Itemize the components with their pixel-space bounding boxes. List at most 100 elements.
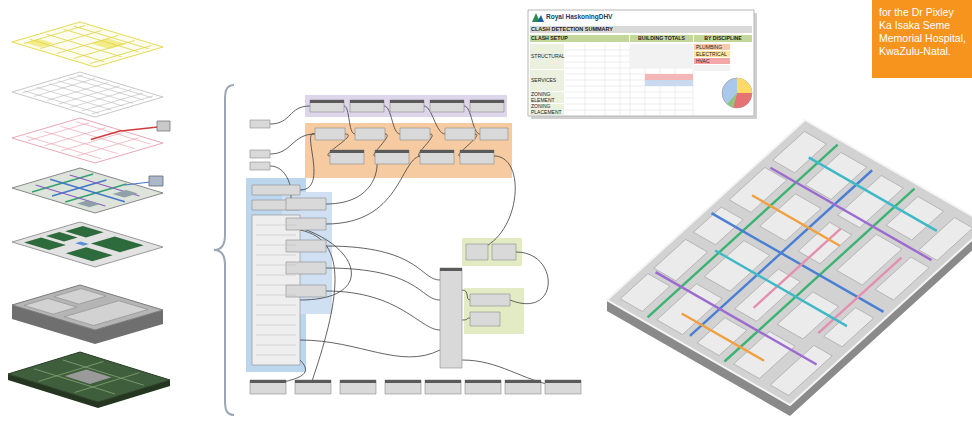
- legend-text: PLUMBING: [696, 45, 722, 50]
- table-header: BUILDING TOTALS: [630, 35, 693, 42]
- model-top-part-part: [754, 225, 902, 340]
- node-header-part: [440, 268, 462, 271]
- table-header: CLASH DETECTION SUMMARY: [530, 26, 752, 33]
- model-top-part: [616, 127, 972, 399]
- graph-node-part: [295, 380, 331, 394]
- group-orange: [305, 123, 512, 178]
- node-header-part: [470, 100, 504, 103]
- drainage-layer-part: [91, 131, 122, 140]
- graph-node-part: [385, 380, 421, 394]
- wires-part: [466, 156, 515, 252]
- grid-layer-part: [20, 74, 156, 115]
- table-cell: [645, 74, 693, 80]
- services-layer-part: [23, 171, 152, 210]
- wires-part: [326, 156, 420, 224]
- model-top-part: [620, 131, 972, 395]
- graph-node-part: [465, 380, 501, 394]
- grid-lines: [585, 44, 693, 115]
- graph-node-part: [375, 150, 409, 164]
- table-cell: [645, 80, 693, 86]
- legend-text: ELECTRICAL: [696, 52, 727, 57]
- table-header: CLASH SETUP: [530, 35, 629, 42]
- roof-layer-part: [66, 247, 113, 261]
- wires-part: [462, 318, 470, 320]
- graph-node-part: [470, 294, 510, 306]
- roof-layer-part: [75, 242, 89, 246]
- graph-node-part: [310, 100, 344, 112]
- graph-node-part: [250, 150, 270, 158]
- site-layer-part: [65, 370, 112, 384]
- model-top-part-part: [824, 308, 874, 347]
- graph-node-part: [425, 380, 461, 394]
- graph-node-part: [252, 185, 300, 195]
- node-header: [250, 100, 581, 383]
- table-frame: [528, 10, 754, 116]
- logo-mark: [537, 15, 544, 22]
- wires-part: [462, 290, 470, 300]
- plant-symbol: [149, 176, 163, 186]
- pie-chart-part: [722, 78, 752, 108]
- table-cell: [630, 44, 693, 68]
- roof-layer: [12, 222, 163, 267]
- wires-part: [326, 268, 440, 300]
- wires-part: [326, 246, 440, 280]
- list-lines: [256, 225, 296, 355]
- model-top-part-part: [704, 241, 769, 292]
- graph-node-part: [430, 100, 464, 112]
- clash-table: [528, 10, 757, 119]
- group-purple: [305, 95, 507, 117]
- node-header-part: [460, 150, 494, 153]
- wires: [268, 106, 560, 387]
- node-graph: [246, 95, 581, 394]
- tank-symbol: [157, 121, 170, 131]
- pie-chart: [722, 78, 752, 108]
- node-header-part: [340, 380, 376, 383]
- model-top-part-part: [710, 157, 946, 326]
- graph-node-part: [250, 380, 286, 394]
- model-top-part-part: [770, 345, 832, 395]
- model-top: [607, 120, 972, 405]
- graph-node-part: [286, 198, 326, 210]
- model-top-part-part: [645, 195, 871, 360]
- table-header: BY DISCIPLINE: [694, 35, 752, 42]
- graph-node-part: [480, 128, 508, 140]
- graph-node-part: [545, 380, 581, 394]
- services-layer-part: [113, 190, 138, 198]
- graph-node-part: [466, 244, 488, 260]
- building-layer-part: [54, 289, 106, 305]
- brace: [214, 85, 234, 415]
- site-layer-part: [8, 352, 170, 402]
- graph-node-part: [470, 100, 504, 112]
- node-header-part: [385, 380, 421, 383]
- node-header-part: [425, 380, 461, 383]
- legend-swatch: HVAC: [694, 58, 730, 64]
- building-layer-part: [12, 285, 163, 330]
- row-label: SERVICES: [530, 70, 564, 91]
- site-layer: [8, 352, 170, 402]
- plan-layer-part: [20, 24, 156, 65]
- node-header-part: [250, 380, 286, 383]
- graph-node-part: [460, 150, 494, 164]
- wires-part: [270, 134, 315, 154]
- logo-text: Royal HaskoningDHV: [545, 12, 620, 23]
- graph-node-part: [420, 150, 454, 164]
- graph-node-part: [355, 128, 385, 140]
- caption-box: for the Dr Pixley Ka Isaka Seme Memorial…: [872, 0, 972, 78]
- node-header-part: [390, 100, 424, 103]
- plan-layer-part: [26, 39, 55, 48]
- model-top-part-part: [656, 168, 932, 365]
- node-header-part: [420, 150, 454, 153]
- services-layer-part: [77, 201, 100, 208]
- graph-node-part: [445, 128, 475, 140]
- pie-chart-part: [737, 78, 752, 93]
- roof-layer-part: [12, 222, 163, 267]
- pipe-line: [121, 127, 158, 131]
- node-header-part: [350, 100, 384, 103]
- grid-layer: [12, 72, 163, 117]
- layer-stack: [8, 22, 170, 408]
- site-layer-part: [16, 355, 162, 400]
- graph-node-part: [286, 218, 326, 230]
- drainage-layer-part: [20, 120, 156, 161]
